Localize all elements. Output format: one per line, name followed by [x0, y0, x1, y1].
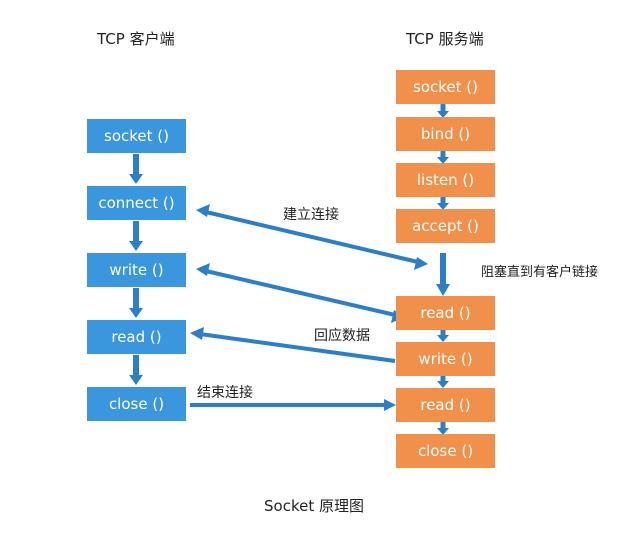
- client-flow-arrows: [129, 154, 143, 385]
- server-listen-box: listen (): [396, 163, 495, 197]
- server-reply-arrow: [199, 332, 396, 363]
- client-socket-box: socket (): [87, 119, 186, 153]
- server-flow-arrowhead: [437, 335, 449, 342]
- server-flow-arrowhead: [437, 381, 449, 388]
- connect-label: 建立连接: [283, 207, 339, 223]
- server-read2-box: read (): [396, 388, 495, 422]
- server-write-box: write (): [396, 342, 495, 376]
- server-flow-arrowhead: [437, 203, 449, 210]
- server-socket-box: socket (): [396, 70, 495, 104]
- diagram-caption: Socket 原理图: [264, 497, 364, 515]
- server-flow-arrowhead: [437, 157, 449, 164]
- client-flow-arrowhead: [129, 241, 143, 251]
- connect-arrowhead-left: [196, 204, 210, 217]
- server-reply-arrowhead: [190, 327, 204, 340]
- connect-arrowhead-right: [414, 257, 428, 270]
- finish-label: 结束连接: [197, 385, 253, 401]
- reply-label: 回应数据: [314, 328, 370, 344]
- client-close-box: close (): [87, 387, 186, 421]
- server-read-box: read (): [396, 296, 495, 330]
- client-flow-arrowhead: [129, 308, 143, 318]
- server-close-box: close (): [396, 434, 495, 468]
- client-flow-arrowhead: [129, 174, 143, 184]
- server-flow-arrowhead: [437, 111, 449, 118]
- server-header: TCP 服务端: [406, 30, 484, 48]
- client-read-box: read (): [87, 320, 186, 354]
- server-flow-arrowhead: [437, 428, 449, 435]
- client-header: TCP 客户端: [97, 30, 175, 48]
- client-write-box: write (): [87, 253, 186, 287]
- connect-handshake-arrow: [205, 210, 419, 264]
- block-label: 阻塞直到有客户链接: [481, 265, 599, 280]
- client-flow-arrowhead: [129, 375, 143, 385]
- close-arrowhead: [384, 399, 396, 411]
- cross-arrows: [190, 204, 428, 411]
- server-accept-box: accept (): [396, 209, 495, 243]
- server-flow-arrows: [436, 104, 450, 435]
- client-connect-box: connect (): [87, 186, 186, 220]
- server-bind-box: bind (): [396, 117, 495, 151]
- client-write-arrowhead-left: [196, 263, 210, 276]
- server-flow-arrowhead: [436, 284, 450, 296]
- client-write-arrow: [205, 269, 396, 317]
